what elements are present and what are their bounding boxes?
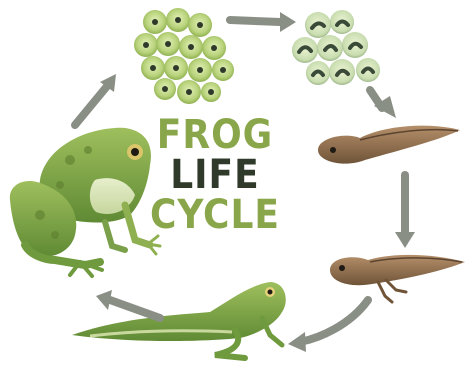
title-line-life: LIFE: [150, 155, 280, 195]
tadpole-icon: [318, 126, 460, 164]
arrow-frog-to-eggs: [75, 85, 108, 125]
title-line-frog: FROG: [150, 115, 280, 155]
title-line-cycle: CYCLE: [150, 195, 280, 235]
tadpole-with-legs-icon: [330, 255, 465, 302]
diagram-title: FROG LIFE CYCLE: [150, 115, 280, 235]
arrow-froglet-to-frog: [110, 300, 160, 318]
adult-frog-icon: [10, 128, 160, 276]
arrow-eggs-to-embryos: [230, 20, 280, 22]
embryo-cluster-icon: [292, 10, 380, 85]
egg-cluster-icon: [134, 8, 234, 104]
arrow-legs-to-froglet: [300, 300, 368, 342]
